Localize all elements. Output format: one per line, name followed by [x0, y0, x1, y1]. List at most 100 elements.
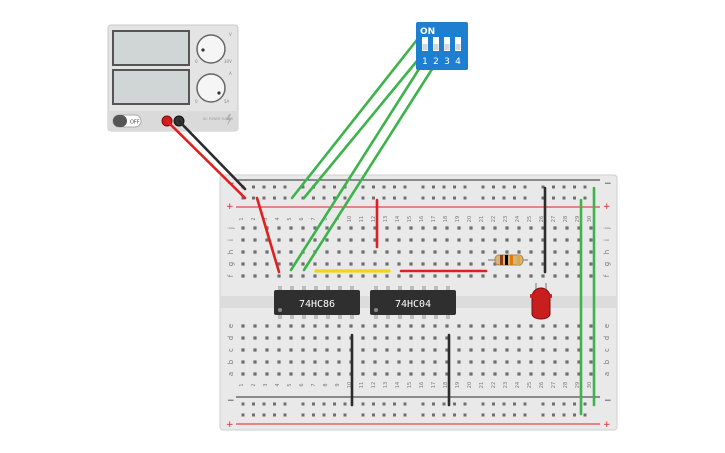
row-letter: g — [227, 262, 235, 266]
voltage-knob[interactable] — [196, 34, 226, 64]
column-number: 2 — [251, 217, 257, 220]
column-number: 17 — [431, 216, 437, 222]
wire-black-psu[interactable] — [177, 119, 247, 191]
column-number: 4 — [275, 383, 281, 386]
column-number: 7 — [311, 217, 317, 220]
row-letter: f — [603, 274, 611, 277]
resistor[interactable] — [488, 254, 528, 266]
column-number: 12 — [371, 216, 377, 222]
column-number: 14 — [395, 382, 401, 388]
column-number: 28 — [563, 216, 569, 222]
row-letter: c — [603, 348, 611, 352]
off-label: OFF — [130, 120, 140, 126]
column-number: 1 — [239, 217, 245, 220]
column-number: 21 — [479, 382, 485, 388]
column-numbers: 1122334455667788991010111112121313141415… — [239, 216, 593, 388]
column-number: 22 — [491, 382, 497, 388]
column-number: 13 — [383, 216, 389, 222]
column-number: 30 — [587, 382, 593, 388]
bottom-plus-right: + — [603, 420, 611, 430]
chip-label-74hc04: 74HC04 — [395, 299, 431, 310]
brand-label: DC POWER SUPPLY — [203, 117, 233, 121]
column-number: 5 — [287, 217, 293, 220]
row-letter: a — [603, 372, 611, 376]
column-number: 14 — [395, 216, 401, 222]
bottom-minus-right: − — [604, 396, 612, 406]
row-letter: d — [227, 336, 235, 340]
row-letter: e — [227, 324, 235, 328]
led[interactable] — [530, 283, 552, 320]
bottom-minus-left: − — [227, 396, 235, 406]
chip-74hc86[interactable]: 74HC86 — [274, 286, 360, 319]
column-number: 16 — [419, 216, 425, 222]
chip-label-74hc86: 74HC86 — [299, 299, 335, 310]
column-number: 23 — [503, 216, 509, 222]
column-number: 20 — [467, 216, 473, 222]
column-number: 10 — [347, 382, 353, 388]
column-number: 20 — [467, 382, 473, 388]
row-letter: h — [227, 250, 235, 254]
column-number: 11 — [359, 382, 365, 388]
column-number: 13 — [383, 382, 389, 388]
current-knob-label: A — [229, 71, 232, 76]
row-letter: b — [603, 359, 611, 364]
column-number: 26 — [539, 382, 545, 388]
chip-74hc04[interactable]: 74HC04 — [370, 286, 456, 319]
row-letter: g — [603, 262, 611, 266]
wire-green-dip-3[interactable] — [289, 56, 428, 272]
column-number: 19 — [455, 382, 461, 388]
column-number: 23 — [503, 382, 509, 388]
row-letter: j — [227, 227, 235, 230]
column-number: 16 — [419, 382, 425, 388]
column-number: 3 — [263, 383, 269, 386]
wire-green-dip-2[interactable] — [302, 48, 428, 200]
column-number: 6 — [299, 383, 305, 386]
row-letter: j — [603, 227, 611, 230]
row-letter: b — [227, 359, 235, 364]
dip-position-label: 3 — [444, 57, 450, 67]
column-number: 12 — [371, 382, 377, 388]
column-number: 30 — [587, 216, 593, 222]
row-letter: i — [603, 239, 611, 241]
wires[interactable] — [165, 34, 596, 416]
dip-position-label: 1 — [422, 57, 428, 67]
wire-red-psu[interactable] — [165, 119, 247, 200]
resistor-band-2 — [505, 255, 508, 265]
breadboard-holes[interactable] — [241, 185, 593, 417]
voltage-max-label: 30V — [224, 59, 232, 64]
led-body — [531, 287, 551, 320]
current-display — [112, 69, 190, 105]
column-number: 21 — [479, 216, 485, 222]
wire-red-vcc[interactable] — [255, 196, 281, 274]
column-number: 28 — [563, 382, 569, 388]
current-knob[interactable] — [196, 73, 226, 103]
wire-green-dip-1[interactable] — [290, 34, 422, 200]
column-number: 17 — [431, 382, 437, 388]
column-number: 24 — [515, 382, 521, 388]
column-number: 5 — [287, 383, 293, 386]
column-number: 29 — [575, 382, 581, 388]
column-number: 18 — [443, 216, 449, 222]
row-letter: c — [227, 348, 235, 352]
column-number: 8 — [323, 217, 329, 220]
bottom-plus-left: + — [226, 420, 234, 430]
wire-green-dip-4[interactable] — [302, 64, 436, 272]
row-letter: e — [603, 324, 611, 328]
column-number: 15 — [407, 382, 413, 388]
top-plus-right: + — [603, 202, 611, 212]
column-number: 24 — [515, 216, 521, 222]
column-number: 4 — [275, 217, 281, 220]
column-number: 8 — [323, 383, 329, 386]
column-number: 3 — [263, 217, 269, 220]
row-letter: i — [227, 239, 235, 241]
voltage-knob-label: V — [229, 32, 232, 37]
column-number: 15 — [407, 216, 413, 222]
column-number: 9 — [335, 383, 341, 386]
power-supply[interactable]: V 30V 0 A 5A 0 OFF DC POWER SUPPLY — [107, 24, 239, 132]
dip-on-label: ON — [420, 27, 435, 37]
column-number: 26 — [539, 216, 545, 222]
column-number: 1 — [239, 383, 245, 386]
column-number: 25 — [527, 216, 533, 222]
column-number: 19 — [455, 216, 461, 222]
